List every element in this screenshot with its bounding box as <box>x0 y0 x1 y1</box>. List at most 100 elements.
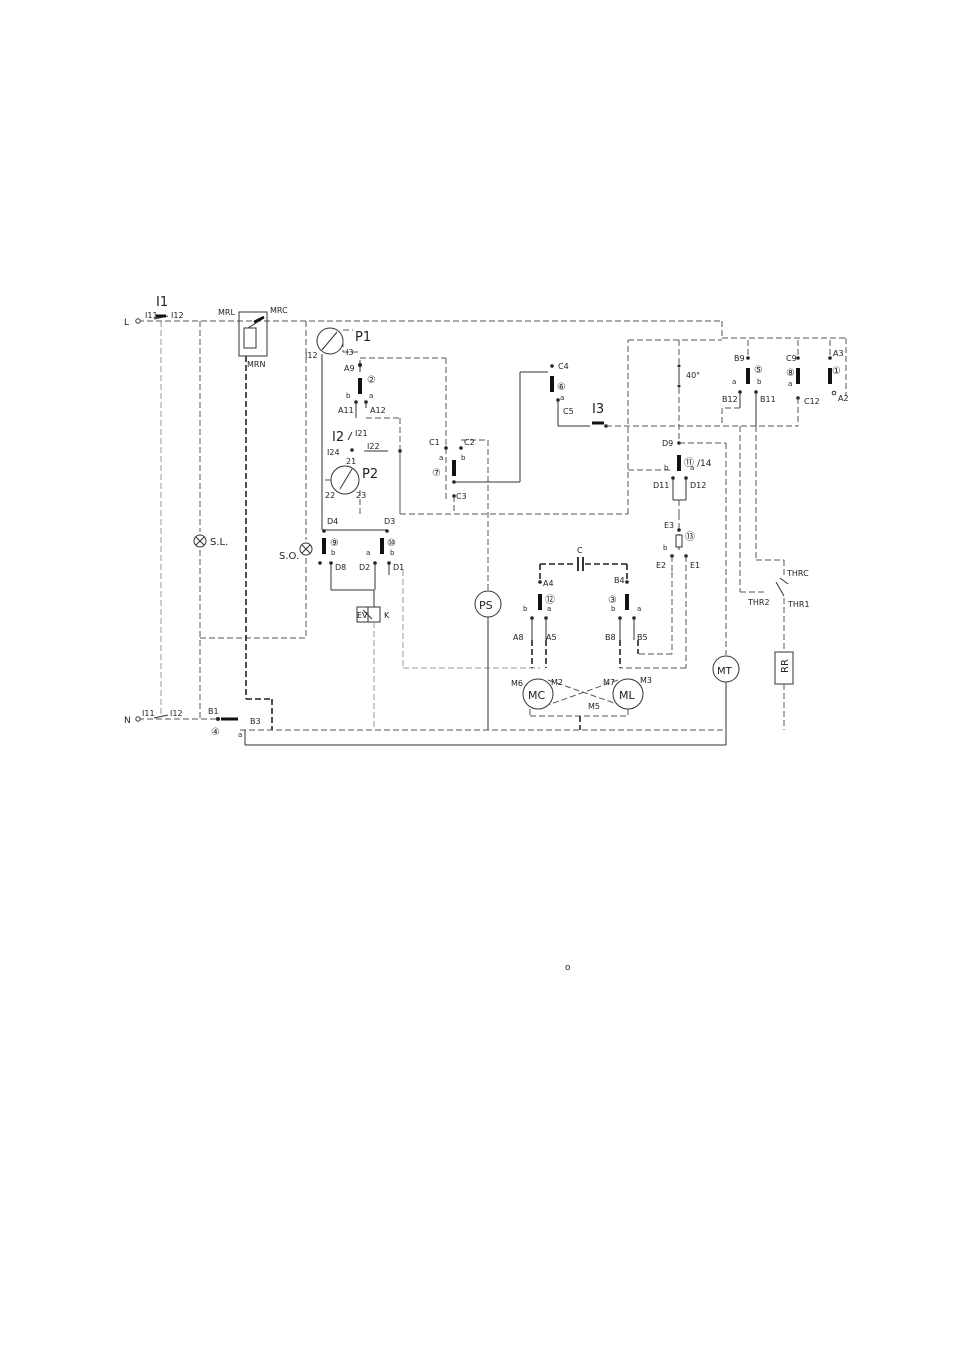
switch-i12-label-top: I12 <box>171 311 184 320</box>
switch-i1-label: I1 <box>156 295 168 310</box>
timer-motor-mt-label: MT <box>717 666 733 677</box>
terminal-a4-label: A4 <box>543 579 554 588</box>
thermal-thr2-label: THR2 <box>747 598 770 607</box>
terminal-c9-label: C9 <box>786 354 797 363</box>
terminal-c1-label: C1 <box>429 438 440 447</box>
contact-a-sw10: a <box>366 549 370 557</box>
line-l-label: L <box>124 318 129 328</box>
cam-1-label: ① <box>832 366 841 377</box>
terminal-b12-label: B12 <box>722 395 738 404</box>
terminal-b8-label: B8 <box>605 633 616 642</box>
line-n <box>135 680 727 746</box>
switch-i3-label: I3 <box>592 402 604 417</box>
cam-14-label: /14 <box>697 459 712 469</box>
switch-12 <box>530 580 548 668</box>
contact-b-sw13: b <box>663 544 668 552</box>
contact-b-sw11: b <box>664 464 669 472</box>
cam-10-label: ⑩ <box>387 538 396 549</box>
terminal-m5-label: M5 <box>588 702 600 711</box>
heater-rr-label: RR <box>780 659 791 673</box>
cam-8-label: ⑧ <box>786 368 795 379</box>
cam-9-label: ⑨ <box>330 538 339 549</box>
cam-11-label: ⑪ <box>684 457 694 469</box>
terminal-a2-label: A2 <box>838 394 849 403</box>
lamp-sl-label: S.L. <box>210 537 228 548</box>
contact-a-sw7: a <box>439 454 443 462</box>
main-switch-i1 <box>153 314 169 716</box>
contact-b-sw2: b <box>346 392 351 400</box>
contact-b-sw10: b <box>390 549 395 557</box>
switch-2 <box>354 357 447 500</box>
switch-7 <box>444 371 548 590</box>
thermostat-40-label: 40° <box>686 371 700 380</box>
terminal-d9-label: D9 <box>662 439 673 448</box>
terminal-a8-label: A8 <box>513 633 524 642</box>
cam-6-label: ⑥ <box>557 382 566 393</box>
terminal-a3-label: A3 <box>833 349 844 358</box>
terminal-b5-label: B5 <box>637 633 648 642</box>
contact-a-sw6: a <box>560 394 564 402</box>
thermostat-40 <box>677 340 681 440</box>
switch-6 <box>550 364 798 428</box>
motor-ml-label: ML <box>619 689 635 702</box>
contact-a-sw3: a <box>637 605 641 613</box>
switch-i11-label-top: I11 <box>145 311 158 320</box>
signal-lamp-so <box>299 542 313 556</box>
contact-a-sw8: a <box>788 380 792 388</box>
heater-rr <box>774 651 794 730</box>
terminal-b4-label: B4 <box>614 576 625 585</box>
terminal-d2-label: D2 <box>359 563 370 572</box>
terminal-d1-label: D1 <box>393 563 404 572</box>
terminal-d4-label: D4 <box>327 517 338 526</box>
left-verticals <box>199 321 307 730</box>
switch-p2-22-label: 22 <box>325 491 335 500</box>
switch-i21-label: I21 <box>355 429 368 438</box>
motor-ml <box>547 678 644 716</box>
cam-13-label: ⑬ <box>685 531 695 543</box>
switch-11-14 <box>628 441 727 655</box>
switch-i2-label: I2 <box>332 430 344 445</box>
stray-mark: o <box>565 963 571 973</box>
contact-a-sw5: a <box>732 378 736 386</box>
terminal-b9-label: B9 <box>734 354 745 363</box>
terminal-a11-label: A11 <box>338 406 354 415</box>
terminal-e3-label: E3 <box>664 521 674 530</box>
switch-3 <box>618 580 639 668</box>
pressostat-p1 <box>316 327 360 530</box>
terminal-m6-label: M6 <box>511 679 523 688</box>
capacitor-c-label: C <box>577 546 583 555</box>
pump-ps <box>474 590 502 730</box>
terminal-a9-label: A9 <box>344 364 355 373</box>
electrovalve-ev <box>356 590 381 730</box>
thermal-protector <box>739 426 789 652</box>
electrovalve-k-label: K <box>384 611 390 620</box>
terminal-e2-label: E2 <box>656 561 666 570</box>
switch-p2-23-label: 23 <box>356 491 366 500</box>
terminal-m3-label: M3 <box>640 676 652 685</box>
switch-1 <box>828 340 837 396</box>
terminal-e1-label: E1 <box>690 561 700 570</box>
cam-12-label: ⑫ <box>545 594 555 606</box>
switch-8 <box>796 340 800 426</box>
terminal-c12-label: C12 <box>804 397 820 406</box>
cam-5-label: ⑤ <box>754 365 763 376</box>
terminal-c4-label: C4 <box>558 362 569 371</box>
terminal-d12-label: D12 <box>690 481 706 490</box>
switch-9 <box>318 529 374 591</box>
pressostat-p1-label: P1 <box>355 330 371 345</box>
lamp-so-label: S.O. <box>279 551 299 562</box>
contact-a-sw2: a <box>369 392 373 400</box>
switch-13 <box>620 514 688 669</box>
switch-i24-label: I24 <box>327 448 340 457</box>
thermal-thr1-label: THR1 <box>787 600 810 609</box>
terminal-b3-label: B3 <box>250 717 261 726</box>
contact-a-n: a <box>238 731 242 739</box>
switch-i11-label-bottom: I11 <box>142 709 155 718</box>
line-n-label: N <box>124 716 131 726</box>
door-lock-mrn-label: MRN <box>247 360 265 369</box>
timer-motor-mt <box>712 655 740 683</box>
thermal-thrc-label: THRC <box>786 569 809 578</box>
door-lock-mrc-label: MRC <box>270 306 288 315</box>
signal-lamp-sl <box>193 534 207 548</box>
